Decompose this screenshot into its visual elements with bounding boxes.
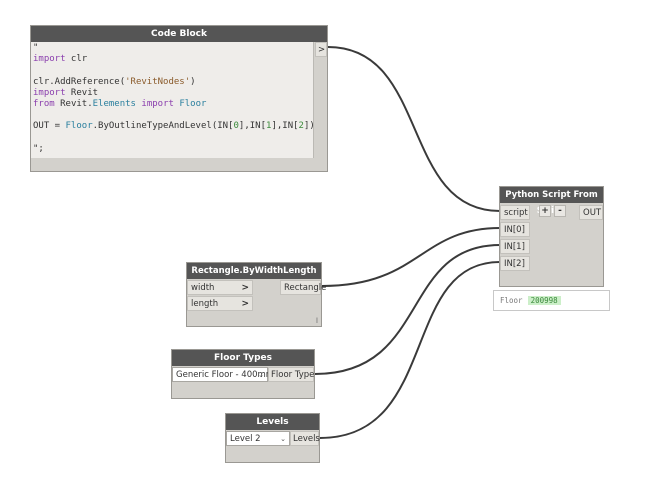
chevron-right-icon: > bbox=[241, 299, 249, 309]
code-block-title: Code Block bbox=[31, 26, 327, 42]
preview-label: Floor bbox=[500, 296, 523, 305]
add-input-button[interactable]: + bbox=[539, 205, 551, 217]
preview-value: 200998 bbox=[527, 296, 561, 305]
wire-floortype-to-in1 bbox=[314, 244, 501, 375]
resize-grip-icon[interactable]: l bbox=[316, 317, 318, 325]
dropdown-selected-value: Generic Floor - 400mm bbox=[176, 370, 275, 380]
level-dropdown[interactable]: Level 2 ⌄ bbox=[226, 431, 290, 446]
python-script-node[interactable]: Python Script From String script IN[0] I… bbox=[499, 186, 604, 287]
chevron-down-icon: ⌄ bbox=[258, 371, 264, 379]
python-script-title: Python Script From String bbox=[500, 187, 603, 216]
code-block-output-port[interactable]: > bbox=[315, 42, 327, 57]
output-port-out[interactable]: OUT bbox=[579, 205, 603, 220]
code-text: OUT = bbox=[33, 121, 66, 132]
port-label: length bbox=[191, 299, 219, 309]
code-keyword: from bbox=[33, 99, 55, 110]
floor-types-title: Floor Types bbox=[172, 350, 314, 366]
wire-rectangle-to-in0 bbox=[321, 227, 501, 287]
code-number: 1 bbox=[266, 121, 272, 132]
code-block-node[interactable]: Code Block " import clr clr.AddReference… bbox=[30, 25, 328, 172]
rectangle-node[interactable]: Rectangle.ByWidthLength width > length >… bbox=[186, 262, 326, 327]
port-label: width bbox=[191, 283, 215, 293]
dropdown-selected-value: Level 2 bbox=[230, 434, 261, 444]
input-port-script[interactable]: script bbox=[500, 205, 530, 220]
input-port-in2[interactable]: IN[2] bbox=[500, 256, 530, 271]
code-text: .ByOutlineTypeAndLevel(IN[ bbox=[92, 121, 234, 132]
python-output-preview: Floor 200998 bbox=[493, 290, 610, 311]
code-number: 0 bbox=[233, 121, 239, 132]
chevron-down-icon: ⌄ bbox=[280, 435, 286, 443]
chevron-right-icon: > bbox=[241, 283, 249, 293]
input-port-in1[interactable]: IN[1] bbox=[500, 239, 530, 254]
input-port-width[interactable]: width > bbox=[187, 280, 253, 295]
code-text: Revit bbox=[65, 87, 99, 98]
wire-code-to-script bbox=[327, 46, 501, 212]
code-editor[interactable]: " import clr clr.AddReference('RevitNode… bbox=[31, 42, 314, 158]
code-text: ],IN[ bbox=[271, 121, 299, 132]
code-line-1: " bbox=[33, 43, 39, 53]
code-text: ],IN[ bbox=[238, 121, 267, 132]
code-text: ) bbox=[190, 76, 196, 87]
floor-type-dropdown[interactable]: Generic Floor - 400mm ⌄ bbox=[172, 367, 274, 382]
output-port-levels[interactable]: Levels bbox=[290, 431, 320, 446]
input-port-length[interactable]: length > bbox=[187, 296, 253, 311]
remove-input-button[interactable]: - bbox=[554, 205, 566, 217]
code-class: Elements bbox=[92, 99, 136, 110]
code-text: Revit. bbox=[54, 99, 93, 110]
code-number: 2 bbox=[298, 121, 304, 132]
output-port-rectangle[interactable]: Rectangle bbox=[280, 280, 326, 295]
floor-types-node[interactable]: Floor Types Generic Floor - 400mm ⌄ Floo… bbox=[171, 349, 315, 399]
output-port-floor-type[interactable]: Floor Type bbox=[268, 367, 314, 382]
wire-levels-to-in2 bbox=[319, 261, 501, 439]
levels-title: Levels bbox=[226, 414, 319, 430]
code-class: Floor bbox=[65, 121, 93, 132]
levels-node[interactable]: Levels Level 2 ⌄ Levels bbox=[225, 413, 320, 463]
chevron-right-icon: > bbox=[318, 45, 326, 55]
rectangle-node-title: Rectangle.ByWidthLength bbox=[187, 263, 321, 279]
code-class: Floor bbox=[179, 99, 207, 110]
code-string: 'RevitNodes' bbox=[125, 76, 191, 87]
input-port-in0[interactable]: IN[0] bbox=[500, 222, 530, 237]
code-keyword: import bbox=[135, 99, 180, 110]
code-keyword: import bbox=[33, 87, 66, 98]
code-keyword: import bbox=[33, 54, 66, 65]
code-text: clr.AddReference( bbox=[33, 76, 126, 87]
code-text: "; bbox=[33, 143, 44, 154]
code-text: ]) bbox=[303, 121, 314, 132]
code-text: clr bbox=[65, 54, 88, 65]
